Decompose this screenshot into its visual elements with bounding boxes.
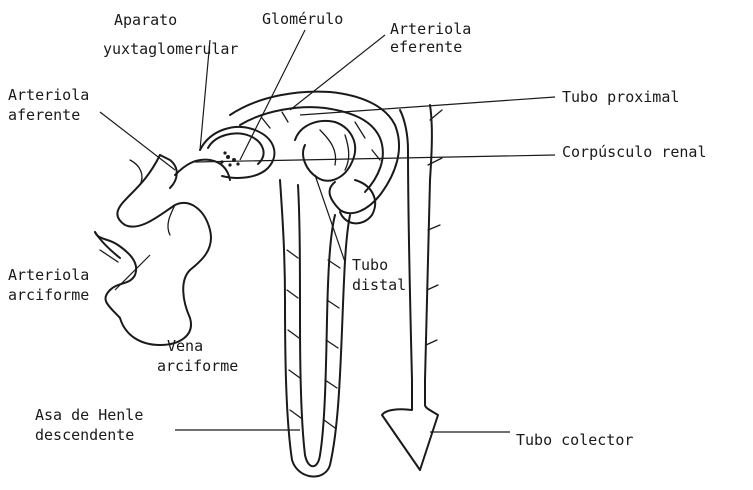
label-arteriola-arciforme-2: arciforme xyxy=(8,286,89,304)
henle-loop-shape xyxy=(280,180,350,476)
arciform-vessels xyxy=(95,155,211,345)
distal-tubule-shape xyxy=(330,180,376,223)
label-asa-henle-2: descendente xyxy=(35,426,134,444)
label-glomerulo: Glomérulo xyxy=(262,10,343,28)
label-vena-arciforme-2: arciforme xyxy=(157,357,238,375)
label-arteriola-eferente-2: eferente xyxy=(390,38,462,56)
label-arteriola-eferente-1: Arteriola xyxy=(390,20,471,38)
label-tubo-distal-2: distal xyxy=(352,276,406,294)
label-arteriola-aferente-2: aferente xyxy=(8,106,80,124)
label-vena-arciforme-1: Vena xyxy=(167,337,203,355)
renal-corpuscle-shape xyxy=(175,127,274,180)
label-arteriola-aferente-1: Arteriola xyxy=(8,86,89,104)
label-arteriola-arciforme-1: Arteriola xyxy=(8,266,89,284)
label-aparato: Aparato xyxy=(114,11,177,29)
label-tubo-distal-1: Tubo xyxy=(352,256,388,274)
label-tubo-colector: Tubo colector xyxy=(516,431,633,449)
label-yuxtaglomerular: yuxtaglomerular xyxy=(103,40,238,58)
label-corpusculo-renal: Corpúsculo renal xyxy=(562,143,707,161)
label-asa-henle-1: Asa de Henle xyxy=(35,406,143,424)
label-tubo-proximal: Tubo proximal xyxy=(562,88,679,106)
